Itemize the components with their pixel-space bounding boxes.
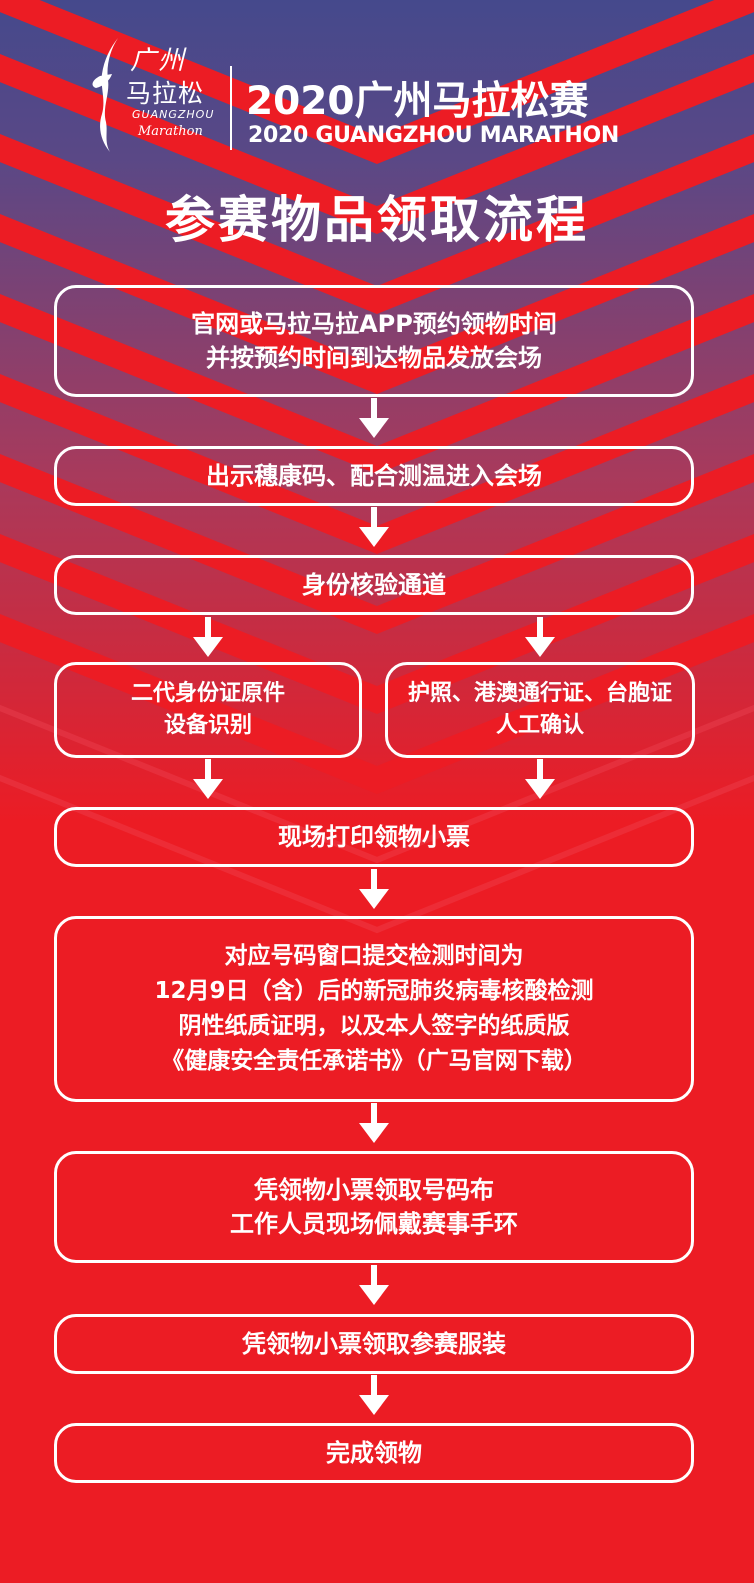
step-4-right-line: 护照、港澳通行证、台胞证 xyxy=(407,681,672,706)
step-2-box: 出示穗康码、配合测温进入会场 xyxy=(54,446,694,506)
logo-cn-line1: 广州 xyxy=(130,46,187,76)
step-1-box: 官网或马拉马拉APP预约领物时间 并按预约时间到达物品发放会场 xyxy=(54,285,694,397)
step-6-line: 《健康安全责任承诺书》（广马官网下载） xyxy=(161,1048,587,1074)
down-arrow-icon xyxy=(359,507,389,547)
step-6-line: 对应号码窗口提交检测时间为 xyxy=(224,943,524,969)
step-4-right-box: 护照、港澳通行证、台胞证 人工确认 xyxy=(385,662,695,758)
step-9-box: 完成领物 xyxy=(54,1423,694,1483)
step-3-line: 身份核验通道 xyxy=(302,571,446,599)
step-6-line: 阴性纸质证明，以及本人签字的纸质版 xyxy=(178,1013,570,1039)
down-arrow-icon xyxy=(359,1103,389,1143)
step-8-box: 凭领物小票领取参赛服装 xyxy=(54,1314,694,1374)
logo-cn-line2: 马拉松 xyxy=(126,79,205,108)
step-5-line: 现场打印领物小票 xyxy=(278,823,470,851)
step-6-box: 对应号码窗口提交检测时间为 12月9日（含）后的新冠肺炎病毒核酸检测 阴性纸质证… xyxy=(54,916,694,1102)
down-arrow-icon xyxy=(359,1265,389,1305)
logo-divider xyxy=(230,66,232,150)
step-6-line: 12月9日（含）后的新冠肺炎病毒核酸检测 xyxy=(154,978,594,1004)
down-arrow-icon xyxy=(359,869,389,909)
logo-en-line2: Marathon xyxy=(138,124,203,139)
step-7-line: 凭领物小票领取号码布 xyxy=(254,1176,494,1204)
down-arrow-icon xyxy=(193,759,223,799)
event-title-en: 2020 GUANGZHOU MARATHON xyxy=(248,123,620,148)
step-4-right-line: 人工确认 xyxy=(495,713,584,738)
step-1-line: 官网或马拉马拉APP预约领物时间 xyxy=(191,310,557,338)
logo-en-line1: GUANGZHOU xyxy=(132,108,215,121)
page-heading: 参赛物品领取流程 xyxy=(165,191,589,249)
marathon-logo: 广州 马拉松 GUANGZHOU Marathon xyxy=(88,36,228,154)
down-arrow-icon xyxy=(525,617,555,657)
step-4-left-line: 设备识别 xyxy=(163,713,252,738)
step-9-line: 完成领物 xyxy=(326,1439,422,1467)
step-2-line: 出示穗康码、配合测温进入会场 xyxy=(206,462,542,490)
step-7-line: 工作人员现场佩戴赛事手环 xyxy=(230,1210,518,1238)
step-5-box: 现场打印领物小票 xyxy=(54,807,694,867)
down-arrow-icon xyxy=(359,1375,389,1415)
step-3-box: 身份核验通道 xyxy=(54,555,694,615)
runner-flame-logo-icon xyxy=(92,38,118,152)
down-arrow-icon xyxy=(193,617,223,657)
step-4-left-line: 二代身份证原件 xyxy=(130,681,285,706)
down-arrow-icon xyxy=(359,398,389,438)
step-7-box: 凭领物小票领取号码布 工作人员现场佩戴赛事手环 xyxy=(54,1151,694,1263)
step-1-line: 并按预约时间到达物品发放会场 xyxy=(206,344,542,372)
down-arrow-icon xyxy=(525,759,555,799)
event-title-cn: 2020广州马拉松赛 xyxy=(246,79,589,124)
step-8-line: 凭领物小票领取参赛服装 xyxy=(242,1330,506,1358)
step-4-left-box: 二代身份证原件 设备识别 xyxy=(54,662,362,758)
